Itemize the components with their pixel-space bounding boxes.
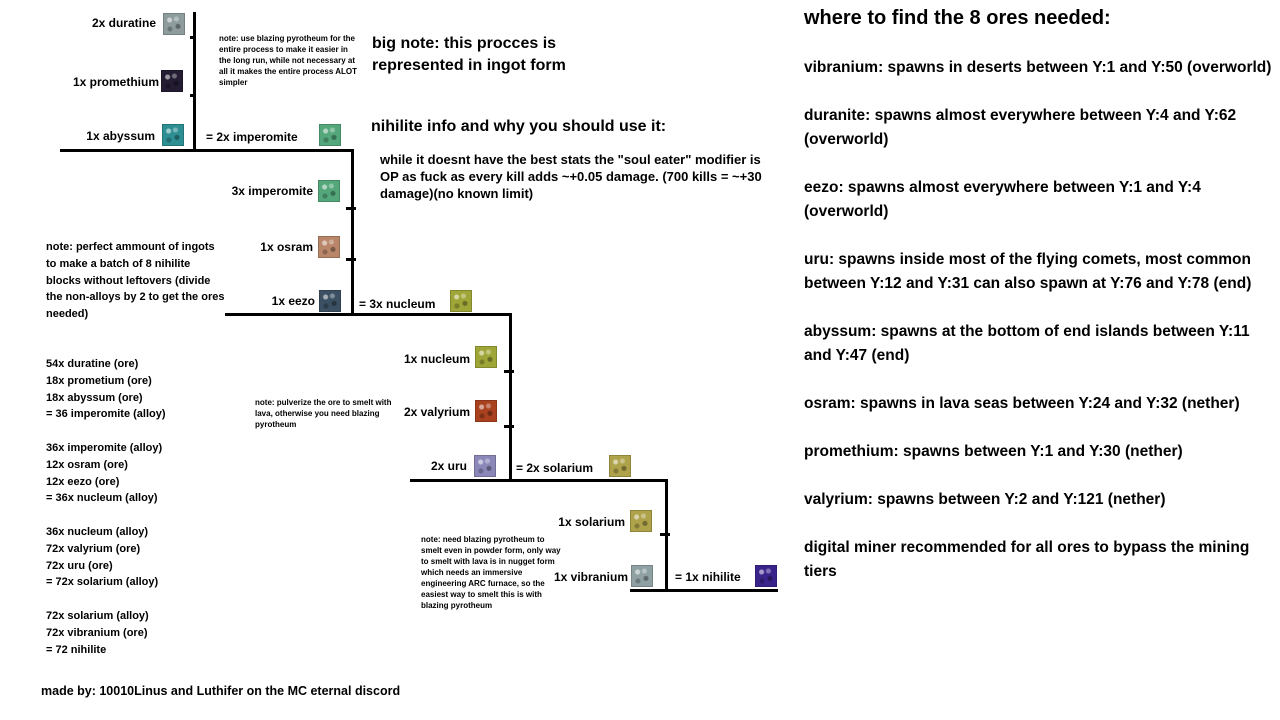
ore-location-item: promethium: spawns between Y:1 and Y:30 … — [804, 443, 1183, 460]
node-label-nucleum-result: = 3x nucleum — [359, 297, 436, 311]
recipe-line: 12x osram (ore) — [46, 458, 128, 471]
connector-line — [193, 12, 196, 152]
recipe-block: 36x nucleum (alloy) 72x valyrium (ore) 7… — [46, 524, 158, 591]
note-pulverize: note: pulverize the ore to smelt with la… — [255, 398, 392, 429]
note-blazing-pyrotheum: note: use blazing pyrotheum for the enti… — [219, 34, 357, 87]
connector-line — [351, 149, 354, 316]
imperomite-ingot-icon — [319, 124, 341, 146]
osram-ore-icon — [318, 236, 340, 258]
recipe-line: 18x prometium (ore) — [46, 374, 152, 387]
ore-locations-title: where to find the 8 ores needed: — [804, 7, 1111, 29]
valyrium-ore-icon — [475, 400, 497, 422]
recipe-line: 72x vibranium (ore) — [46, 626, 148, 639]
recipe-line: 72x solarium (alloy) — [46, 610, 149, 622]
solarium-ingot-icon — [630, 510, 652, 532]
node-label-vibranium: 1x vibranium — [553, 570, 628, 584]
recipe-line: = 72 nihilite — [46, 643, 107, 656]
node-label-abyssum: 1x abyssum — [86, 129, 155, 143]
uru-ore-icon — [474, 455, 496, 477]
node-label-valyrium: 2x valyrium — [403, 405, 470, 419]
connector-line — [504, 425, 514, 428]
credit-line: made by: 10010Linus and Luthifer on the … — [41, 684, 401, 698]
recipe-line: = 36x nucleum (alloy) — [46, 492, 158, 505]
connector-line — [60, 149, 354, 152]
recipe-line: 36x imperomite (alloy) — [46, 442, 163, 454]
abyssum-ore-icon — [162, 124, 184, 146]
ore-location-item: uru: spawns inside most of the flying co… — [804, 251, 1252, 292]
connector-line — [346, 258, 356, 261]
node-label-solarium: 1x solarium — [558, 515, 625, 529]
ore-location-item: duranite: spawns almost everywhere betwe… — [804, 107, 1237, 148]
connector-line — [509, 313, 512, 482]
node-label-promethium: 1x promethium — [72, 75, 159, 89]
connector-line — [660, 533, 670, 536]
node-label-uru: 2x uru — [430, 459, 467, 473]
recipe-line: 54x duratine (ore) — [46, 358, 139, 370]
ore-location-item: digital miner recommended for all ores t… — [804, 539, 1250, 580]
batch-note: note: perfect ammount of ingots to make … — [46, 241, 225, 321]
ore-location-item: vibranium: spawns in deserts between Y:1… — [804, 59, 1272, 76]
ore-location-item: valyrium: spawns between Y:2 and Y:121 (… — [804, 491, 1166, 508]
recipe-line: 36x nucleum (alloy) — [46, 526, 149, 538]
connector-line — [190, 36, 196, 39]
eezo-ore-icon — [319, 290, 341, 312]
recipe-line: 72x valyrium (ore) — [46, 542, 141, 555]
nucleum-ingot-icon — [475, 346, 497, 368]
ore-location-item: eezo: spawns almost everywhere between Y… — [804, 179, 1201, 220]
nucleum-ingot-icon — [450, 290, 472, 312]
recipe-line: = 36 imperomite (alloy) — [46, 408, 166, 421]
big-note: big note: this procces is represented in… — [372, 35, 566, 74]
connector-line — [410, 479, 668, 482]
node-label-nihilite-result: = 1x nihilite — [675, 570, 741, 584]
ore-locations-panel: where to find the 8 ores needed: vibrani… — [804, 4, 1274, 608]
recipe-block: 54x duratine (ore) 18x prometium (ore) 1… — [46, 356, 166, 423]
nihilite-ingot-icon — [755, 565, 777, 587]
node-label-osram: 1x osram — [260, 240, 313, 254]
recipe-block: 36x imperomite (alloy) 12x osram (ore) 1… — [46, 440, 162, 507]
promethium-ore-icon — [161, 70, 183, 92]
connector-line — [504, 370, 514, 373]
node-label-duratine: 2x duratine — [91, 16, 156, 30]
recipe-line: = 72x solarium (alloy) — [46, 576, 159, 589]
ore-location-item: osram: spawns in lava seas between Y:24 … — [804, 395, 1240, 412]
node-label-nucleum: 1x nucleum — [403, 352, 470, 366]
vibranium-ore-icon — [631, 565, 653, 587]
recipe-line: 18x abyssum (ore) — [46, 391, 143, 404]
connector-line — [630, 589, 778, 592]
connector-line — [225, 313, 512, 316]
imperomite-ingot-icon — [318, 180, 340, 202]
node-label-imperomite-result: = 2x imperomite — [206, 130, 298, 144]
duratine-ore-icon — [163, 13, 185, 35]
node-label-eezo: 1x eezo — [271, 294, 315, 308]
recipe-block: 72x solarium (alloy) 72x vibranium (ore)… — [46, 608, 149, 658]
connector-line — [346, 207, 356, 210]
recipe-line: 72x uru (ore) — [46, 559, 113, 572]
node-label-solarium-result: = 2x solarium — [516, 461, 594, 475]
connector-line — [190, 94, 196, 97]
nihilite-info-body: while it doesnt have the best stats the … — [380, 152, 762, 201]
node-label-imperomite: 3x imperomite — [231, 184, 313, 198]
solarium-ingot-icon — [609, 455, 631, 477]
ore-location-item: abyssum: spawns at the bottom of end isl… — [804, 323, 1250, 364]
recipe-line: 12x eezo (ore) — [46, 475, 120, 488]
nihilite-info-title: nihilite info and why you should use it: — [371, 118, 667, 135]
note-powder-form: note: need blazing pyrotheum to smelt ev… — [421, 535, 561, 610]
